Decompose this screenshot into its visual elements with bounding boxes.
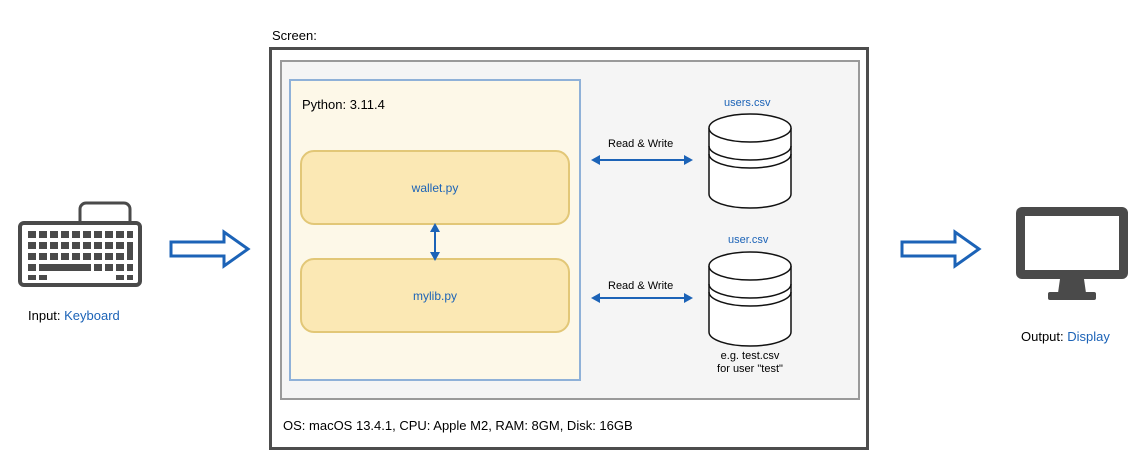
user-readwrite-arrow	[591, 293, 693, 303]
mylib-file-block: mylib.py	[300, 258, 570, 333]
user-csv-note: e.g. test.csv for user "test"	[690, 350, 810, 376]
output-device-label: Display	[1067, 329, 1110, 344]
users-edge-label: Read & Write	[608, 138, 674, 150]
user-csv-note-line1: e.g. test.csv	[720, 350, 780, 362]
input-label-prefix: Input:	[28, 308, 65, 323]
users-csv-title: users.csv	[724, 97, 771, 109]
user-csv-note-line2: for user "test"	[717, 363, 783, 375]
input-device-label: Keyboard	[64, 308, 120, 323]
mylib-file-label: mylib.py	[412, 288, 457, 303]
file-link-arrow	[430, 223, 440, 261]
user-edge-label: Read & Write	[608, 280, 674, 292]
wallet-file-block: wallet.py	[300, 150, 570, 225]
python-version-label: Python: 3.11.4	[302, 97, 385, 112]
users-readwrite-arrow	[591, 155, 693, 165]
system-info: OS: macOS 13.4.1, CPU: Apple M2, RAM: 8G…	[283, 418, 633, 433]
output-label-prefix: Output:	[1021, 329, 1068, 344]
monitor-icon	[1016, 207, 1128, 300]
keyboard-icon	[18, 201, 142, 287]
output-flow-arrow	[900, 229, 982, 269]
input-flow-arrow	[169, 229, 251, 269]
user-csv-title: user.csv	[728, 234, 769, 246]
user-csv-database-icon	[708, 251, 792, 347]
output-label: Output: Display	[1021, 329, 1110, 344]
input-label: Input: Keyboard	[28, 308, 120, 323]
wallet-file-label: wallet.py	[411, 180, 459, 195]
screen-title: Screen:	[272, 28, 317, 43]
users-csv-database-icon	[708, 113, 792, 209]
